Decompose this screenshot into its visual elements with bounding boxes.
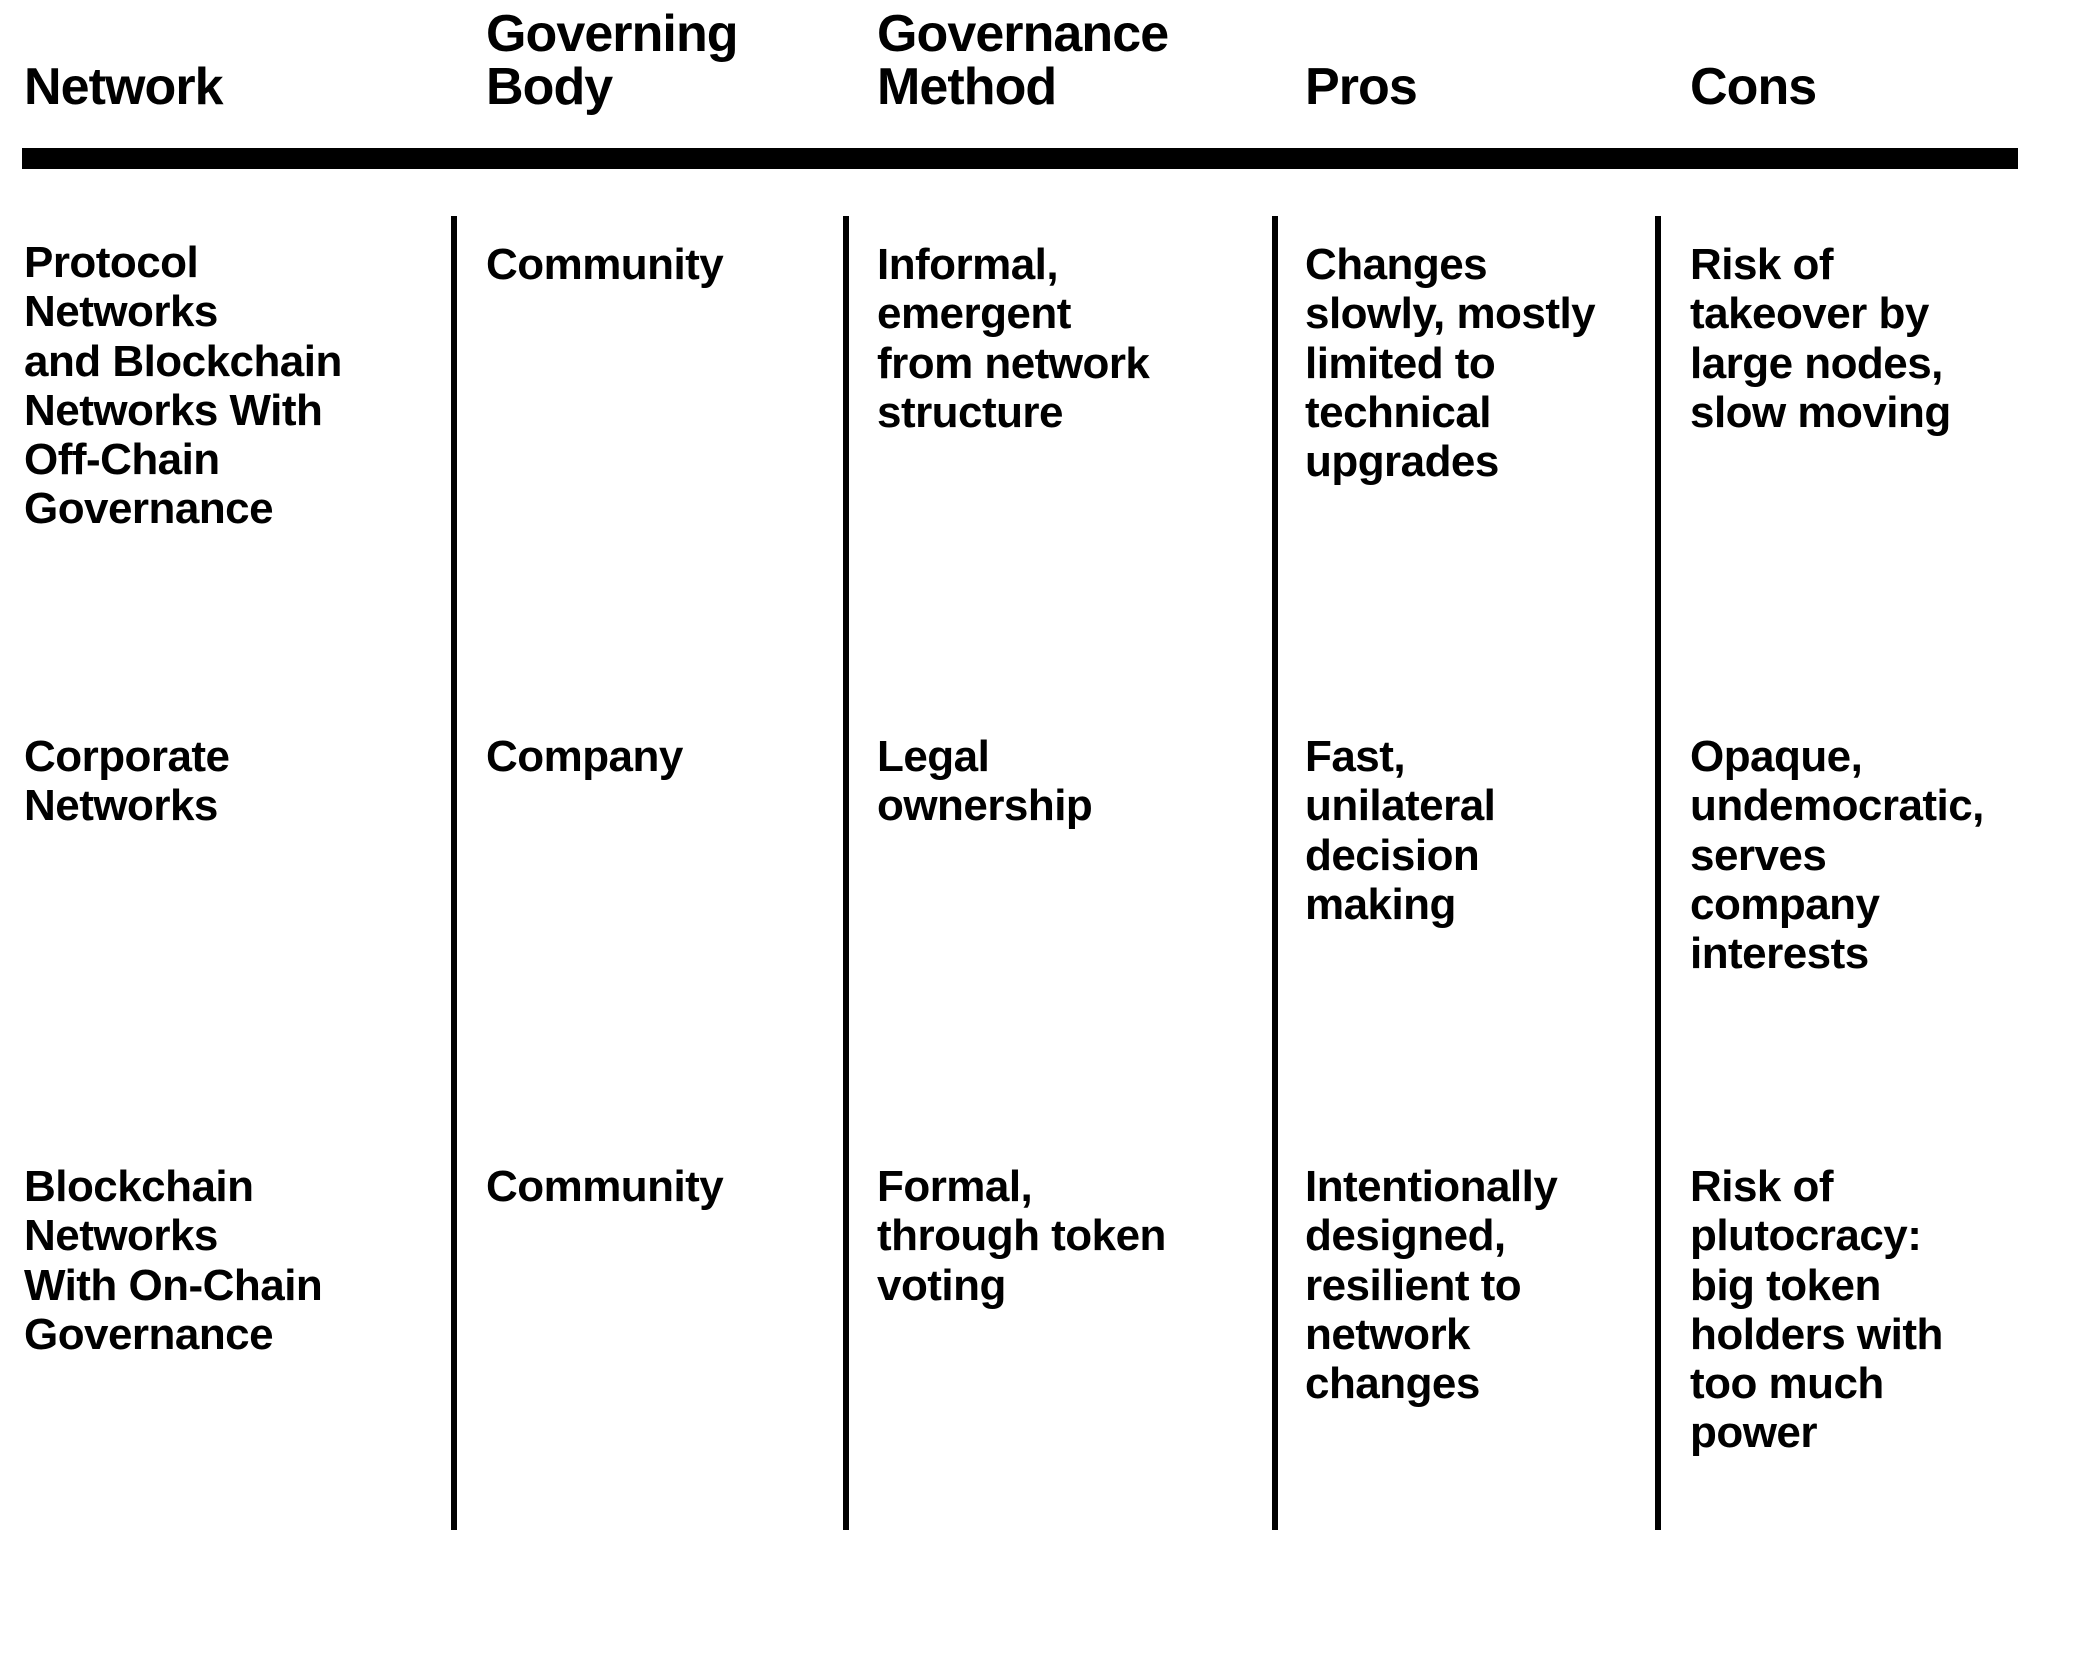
- cell-cons: Risk of takeover by large nodes, slow mo…: [1690, 240, 1951, 437]
- cell-pros: Fast, unilateral decision making: [1305, 732, 1496, 929]
- table-header-row: Network Governing Body Governance Method…: [0, 0, 2084, 148]
- cell-cons: Risk of plutocracy: big token holders wi…: [1690, 1162, 1943, 1458]
- cell-governance-method: Legal ownership: [877, 732, 1093, 831]
- cell-pros: Intentionally designed, resilient to net…: [1305, 1162, 1558, 1409]
- cell-governance-method: Informal, emergent from network structur…: [877, 240, 1150, 437]
- cell-cons: Opaque, undemocratic, serves company int…: [1690, 732, 1984, 979]
- column-divider-1: [451, 216, 457, 1530]
- cell-governing-body: Community: [486, 1162, 724, 1211]
- cell-governing-body: Company: [486, 732, 683, 781]
- column-divider-2: [843, 216, 849, 1530]
- header-divider-rule: [22, 148, 2018, 169]
- cell-governing-body: Community: [486, 240, 724, 289]
- column-divider-3: [1272, 216, 1278, 1530]
- cell-network: Blockchain Networks With On-Chain Govern…: [24, 1162, 323, 1359]
- column-header-cons: Cons: [1690, 57, 1817, 116]
- column-header-network: Network: [24, 57, 224, 116]
- column-divider-4: [1655, 216, 1661, 1530]
- column-header-governance-method: Governance Method: [877, 4, 1169, 116]
- cell-governance-method: Formal, through token voting: [877, 1162, 1166, 1310]
- column-header-pros: Pros: [1305, 57, 1418, 116]
- cell-network: Corporate Networks: [24, 732, 230, 831]
- column-header-governing-body: Governing Body: [486, 4, 739, 116]
- table-body: Protocol Networks and Blockchain Network…: [0, 216, 2084, 1546]
- cell-pros: Changes slowly, mostly limited to techni…: [1305, 240, 1596, 487]
- cell-network: Protocol Networks and Blockchain Network…: [24, 238, 342, 534]
